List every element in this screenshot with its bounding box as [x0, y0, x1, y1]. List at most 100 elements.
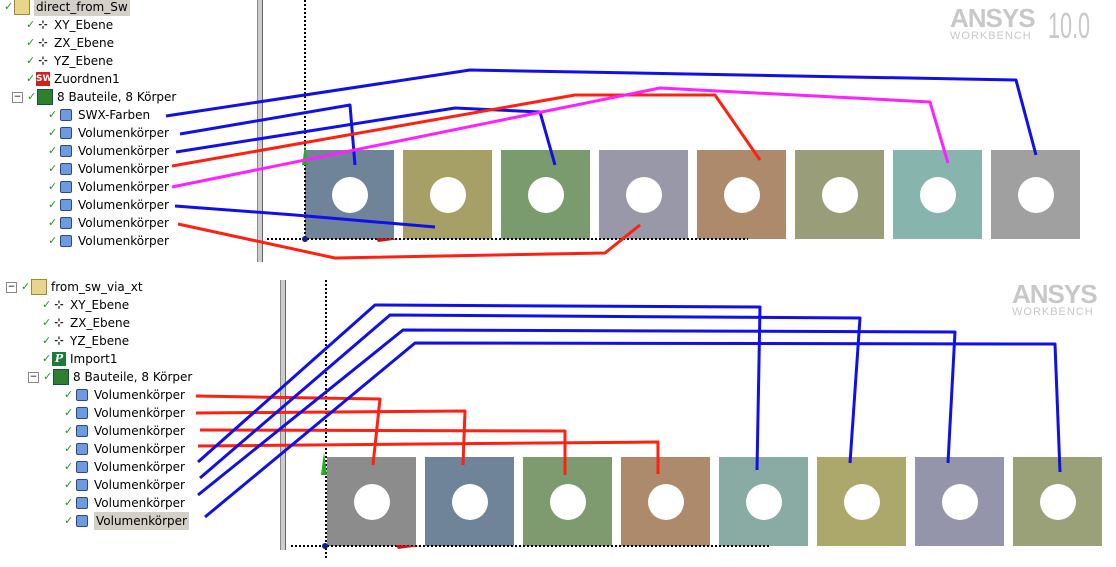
plate-hole [844, 484, 880, 520]
solid-body-icon [60, 145, 72, 157]
tree-label: Zuordnen1 [54, 72, 120, 86]
check-icon: ✓ [27, 90, 37, 103]
solid-body-icon [76, 461, 88, 473]
tree-group[interactable]: −✓8 Bauteile, 8 Körper [28, 368, 192, 386]
origin-marker [302, 236, 308, 242]
collapse-toggle[interactable]: − [28, 371, 39, 383]
tree-body-item[interactable]: ✓ Volumenkörper [48, 142, 169, 160]
tree-body-item[interactable]: ✓Volumenkörper [48, 232, 169, 250]
tree-body-item[interactable]: ✓Volumenkörper [48, 160, 169, 178]
tree-group[interactable]: −✓8 Bauteile, 8 Körper [12, 88, 176, 106]
check-icon: ✓ [48, 216, 58, 229]
solid-body-icon [76, 497, 88, 509]
part-plate[interactable] [991, 150, 1080, 239]
plate-hole [724, 177, 760, 213]
tree-root[interactable]: −✓from_sw_via_xt [6, 278, 143, 296]
tree-label: YZ_Ebene [54, 54, 114, 68]
check-icon: ✓ [64, 424, 74, 437]
tree-root[interactable]: ✓direct_from_Sw [4, 0, 130, 16]
part-plate[interactable] [305, 150, 394, 239]
plane-icon: ⊹ [38, 36, 48, 49]
part-plate[interactable] [425, 457, 514, 546]
y-axis-triad-icon [321, 452, 327, 475]
plane-icon: ⊹ [38, 54, 48, 67]
tree-body-item[interactable]: ✓Volumenkörper [48, 214, 169, 232]
solid-body-icon [76, 479, 88, 491]
plane-icon: ⊹ [54, 334, 64, 347]
solidworks-icon: SW [36, 72, 53, 86]
tree-body-item[interactable]: ✓Volumenkörper [48, 124, 169, 142]
part-plate[interactable] [501, 150, 590, 239]
tree-label: XY_Ebene [54, 18, 114, 32]
part-plate[interactable] [893, 150, 982, 239]
tree-item[interactable]: ✓⊹ YZ_Ebene [26, 52, 113, 70]
part-plate[interactable] [915, 457, 1004, 546]
plane-icon: ⊹ [38, 18, 48, 31]
check-icon: ✓ [48, 108, 58, 121]
x-axis-triad-icon [396, 545, 420, 549]
part-plate[interactable] [795, 150, 884, 239]
annotation-line-blue [197, 328, 957, 497]
part-plate[interactable] [523, 457, 612, 546]
tree-body-item[interactable]: ✓Volumenkörper [64, 494, 185, 512]
tree-splitter-top[interactable] [257, 0, 263, 262]
plane-icon: ⊹ [54, 298, 64, 311]
tree-body-item[interactable]: ✓Volumenkörper [64, 422, 185, 440]
tree-body-item[interactable]: ✓Volumenkörper [64, 404, 185, 422]
tree-body-item[interactable]: ✓Volumenkörper [48, 196, 169, 214]
annotation-line-red [197, 440, 660, 474]
annotation-line-blue [179, 103, 357, 166]
tree-item[interactable]: ✓⊹ XY_Ebene [26, 16, 113, 34]
tree-body-item[interactable]: ✓Volumenkörper [48, 178, 169, 196]
check-icon: ✓ [43, 370, 53, 383]
folder-icon [14, 0, 30, 15]
tree-splitter-bottom[interactable] [280, 280, 286, 550]
annotation-line-blue [197, 303, 762, 471]
tree-label: ZX_Ebene [54, 36, 115, 50]
tree-label: Volumenkörper [94, 406, 185, 420]
check-icon: ✓ [26, 54, 36, 67]
plate-hole [332, 177, 368, 213]
check-icon: ✓ [48, 144, 58, 157]
tree-label: Volumenkörper [78, 198, 169, 212]
tree-label: Volumenkörper [94, 478, 185, 492]
tree-body-item[interactable]: ✓SWX-Farben [48, 106, 150, 124]
tree-body-item[interactable]: ✓Volumenkörper [64, 458, 185, 476]
check-icon: ✓ [26, 18, 36, 31]
solid-body-icon [76, 443, 88, 455]
collapse-toggle[interactable]: − [6, 281, 17, 293]
solid-body-icon [60, 181, 72, 193]
solid-body-icon [60, 109, 72, 121]
tree-body-item[interactable]: ✓Volumenkörper [64, 476, 185, 494]
tree-body-item[interactable]: ✓Volumenkörper [64, 512, 189, 530]
check-icon: ✓ [26, 72, 36, 85]
tree-body-item[interactable]: ✓Volumenkörper [64, 440, 185, 458]
part-plate[interactable] [599, 150, 688, 239]
import-icon: P [52, 352, 66, 366]
annotation-line-red [199, 428, 567, 475]
part-plate[interactable] [1013, 457, 1102, 546]
part-plate[interactable] [817, 457, 906, 546]
check-icon: ✓ [48, 162, 58, 175]
tree-body-item[interactable]: ✓Volumenkörper [64, 386, 185, 404]
solid-body-icon [60, 163, 72, 175]
check-icon: ✓ [64, 460, 74, 473]
tree-item[interactable]: ✓⊹ZX_Ebene [42, 314, 130, 332]
part-plate[interactable] [621, 457, 710, 546]
part-plate[interactable] [327, 457, 416, 546]
check-icon: ✓ [48, 234, 58, 247]
parts-group-icon [53, 369, 69, 385]
tree-item[interactable]: ✓⊹ZX_Ebene [26, 34, 114, 52]
solid-body-icon [76, 407, 88, 419]
part-plate[interactable] [697, 150, 786, 239]
tree-item[interactable]: ✓⊹XY_Ebene [42, 296, 129, 314]
plate-hole [920, 177, 956, 213]
collapse-toggle[interactable]: − [12, 91, 23, 103]
tree-label: Volumenkörper [78, 144, 169, 158]
part-plate[interactable] [719, 457, 808, 546]
tree-label: direct_from_Sw [34, 0, 130, 16]
tree-item[interactable]: ✓⊹YZ_Ebene [42, 332, 129, 350]
